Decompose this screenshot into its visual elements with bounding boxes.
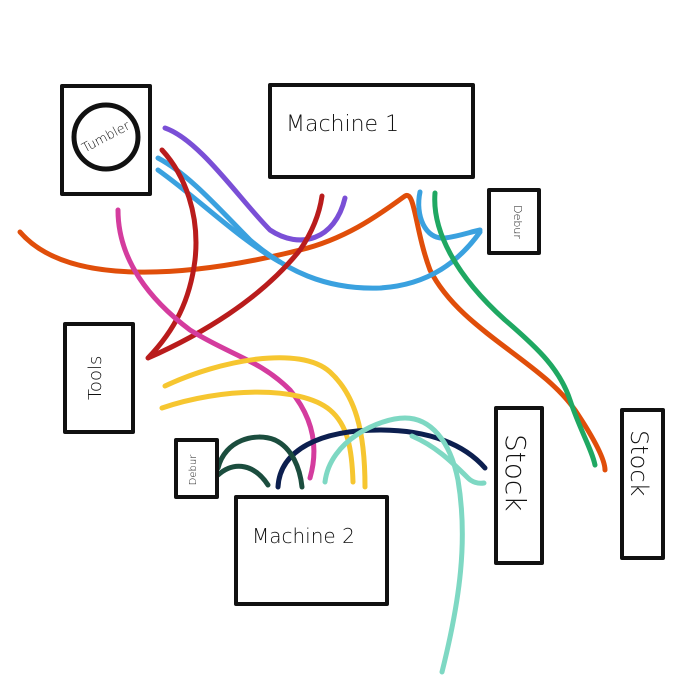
dark-green-path-2 (215, 463, 271, 488)
tumbler-drum-icon (71, 102, 141, 172)
stock-left-label: Stock (499, 434, 532, 512)
yellow-path-2 (159, 389, 356, 485)
deburr-top-label: Debur (511, 205, 524, 239)
stock-left-box (494, 406, 544, 565)
tools-label: Tools (85, 356, 106, 400)
station-tumbler: Tumbler (60, 84, 152, 196)
green-path (432, 190, 598, 468)
blue-path-3 (416, 189, 483, 241)
tools-box (63, 322, 135, 434)
blue-path-2 (155, 167, 283, 265)
machine-2-box (234, 495, 389, 606)
purple-path (162, 125, 348, 243)
teal-path-1 (322, 415, 465, 675)
red-path (145, 147, 325, 361)
machine-1-box (268, 83, 475, 179)
deburr-top-box (487, 188, 541, 255)
machine-1-label: Machine 1 (286, 112, 399, 137)
deburr-bottom-label: Debur (188, 454, 199, 486)
station-deburr-top: Debur (487, 188, 541, 255)
station-machine-1: Machine 1 (268, 83, 475, 179)
station-tools: Tools (63, 322, 135, 434)
navy-path (275, 427, 488, 490)
dark-green-path-1 (215, 434, 305, 490)
yellow-path-1 (162, 355, 368, 490)
machine-2-label: Machine 2 (252, 524, 355, 548)
blue-path-1 (155, 155, 483, 291)
teal-path-2 (409, 433, 487, 486)
stock-right-box (620, 408, 665, 560)
station-machine-2: Machine 2 (234, 495, 389, 606)
station-stock-left: Stock (494, 406, 544, 565)
flow-paths (17, 125, 608, 675)
stock-right-label: Stock (625, 430, 653, 497)
deburr-bottom-box (174, 438, 219, 499)
station-stock-right: Stock (620, 408, 665, 560)
station-deburr-bottom: Debur (174, 438, 219, 499)
pink-path (115, 207, 317, 481)
